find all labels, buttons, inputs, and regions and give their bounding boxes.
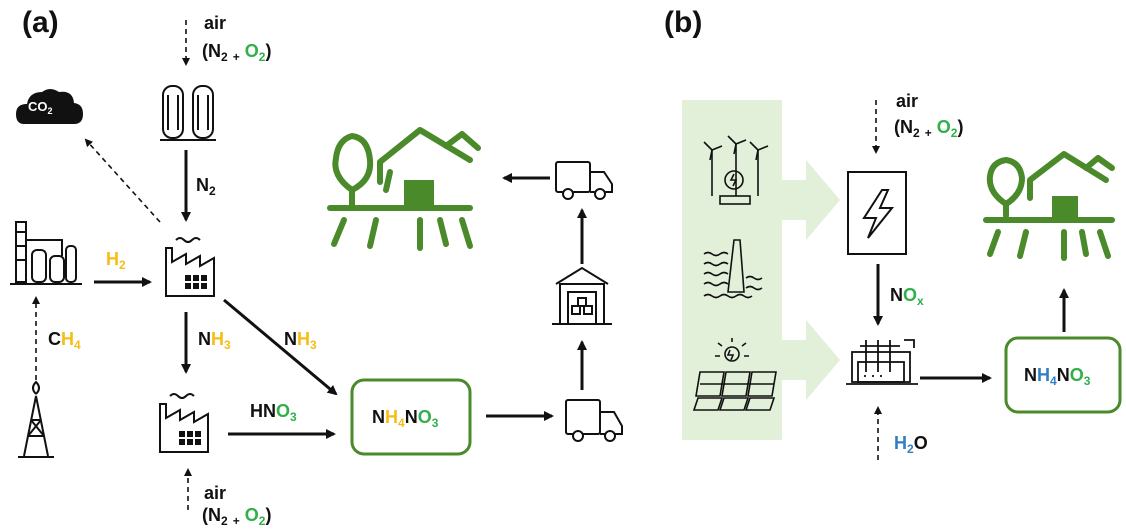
nh4no3-label-a: NH4NO3 (372, 407, 439, 430)
co2-label: CO2 (28, 99, 53, 116)
air-formula-a-top: (N2 + O2) (202, 41, 272, 64)
air-formula-a-bottom: (N2 + O2) (202, 505, 272, 528)
farm-icon (983, 151, 1115, 261)
flow-arrows-a (94, 150, 587, 439)
nh3-label-down: NH3 (198, 329, 231, 352)
wind-turbine-icon (703, 135, 769, 205)
panel-b-label: (b) (664, 6, 703, 39)
air-label-a-top: air (204, 13, 227, 33)
renewable-arrow-top (782, 160, 840, 240)
dashed-arrows-a (32, 20, 192, 510)
hydro-dam-icon (703, 239, 763, 299)
air-separation-icon (160, 85, 216, 141)
warehouse-icon (552, 266, 612, 325)
product-box-b (1004, 336, 1122, 414)
cloud-icon (16, 89, 83, 124)
electrolyzer-icon (846, 339, 918, 385)
nh4no3-label-b: NH4NO3 (1024, 365, 1091, 388)
gas-well-icon (18, 380, 54, 458)
flow-arrows-b (873, 264, 1069, 383)
farm-icon (327, 127, 481, 251)
product-box-a (350, 378, 472, 456)
h2o-label: H2O (894, 433, 928, 456)
ch4-label: CH4 (48, 329, 81, 352)
plasma-reactor-icon (847, 171, 907, 255)
air-label-b-top: air (896, 91, 919, 111)
truck-icon (565, 399, 623, 442)
panel-a-label: (a) (22, 6, 59, 39)
renewable-arrow-bottom (782, 320, 840, 400)
truck-icon (555, 161, 613, 200)
factory-icon (165, 237, 215, 297)
hno3-label: HNO3 (250, 401, 297, 424)
h2-label: H2 (106, 249, 126, 272)
refinery-icon (10, 221, 82, 285)
nox-label: NOx (890, 285, 924, 308)
solar-panel-icon (692, 338, 777, 411)
air-formula-b-top: (N2 + O2) (894, 117, 964, 140)
nh3-label-diag: NH3 (284, 329, 317, 352)
n2-label: N2 (196, 175, 216, 198)
air-label-a-bottom: air (204, 483, 227, 503)
factory-icon (159, 393, 209, 453)
